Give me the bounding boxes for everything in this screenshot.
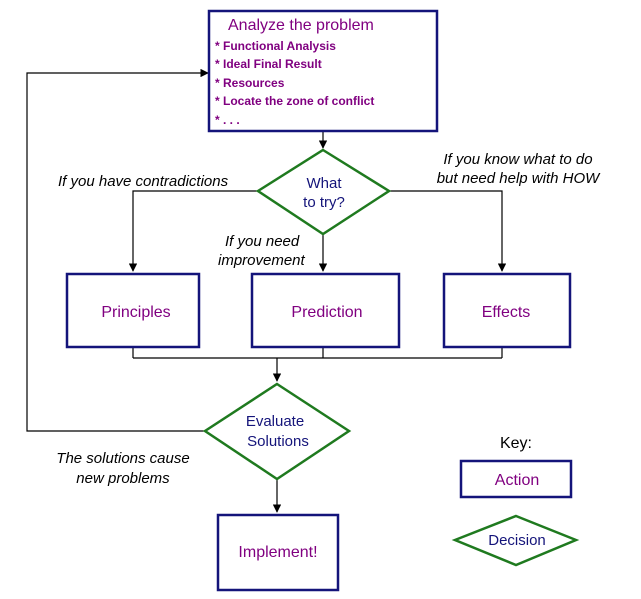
key-legend: Key: Action Decision: [451, 435, 580, 567]
evaluate-diamond-shape: [202, 382, 352, 481]
note-solutions-line1: The solutions cause: [56, 450, 189, 467]
note-know-line1: If you know what to do: [443, 151, 592, 168]
analyze-item: * . . .: [215, 113, 240, 127]
principles-frame: [65, 272, 201, 349]
effects-label: Effects: [482, 304, 531, 321]
prediction-label: Prediction: [291, 304, 362, 321]
note-know-line2: but need help with HOW: [437, 170, 601, 187]
what-to-try-decision: What to try?: [255, 148, 392, 236]
key-action-frame: [459, 459, 573, 499]
decision-diamond-shape: [255, 148, 392, 236]
note-contradictions: If you have contradictions: [58, 173, 229, 190]
key-title: Key:: [500, 435, 532, 452]
arrow-decision-to-effects: [389, 190, 507, 272]
principles-label: Principles: [101, 304, 170, 321]
note-improve-line2: improvement: [218, 252, 306, 269]
principles-box: Principles: [65, 272, 201, 349]
analyze-box-frame: [207, 9, 439, 133]
analyze-item: * Locate the zone of conflict: [215, 94, 374, 108]
evaluate-decision: Evaluate Solutions: [202, 382, 352, 481]
evaluate-label-line2: Solutions: [247, 433, 309, 450]
analyze-item: * Resources: [215, 76, 285, 90]
implement-box: Implement!: [216, 513, 340, 592]
decision-label-line1: What: [306, 175, 342, 192]
implement-label: Implement!: [238, 544, 317, 561]
connectors: [26, 68, 507, 513]
prediction-box: Prediction: [250, 272, 401, 349]
analyze-title: Analyze the problem: [228, 17, 374, 34]
prediction-frame: [250, 272, 401, 349]
decision-label-line2: to try?: [303, 194, 345, 211]
key-decision-shape: [451, 514, 580, 567]
note-solutions-line2: new problems: [76, 470, 170, 487]
key-action-label: Action: [495, 472, 539, 489]
effects-frame: [442, 272, 572, 349]
arrow-feedback-loop: [26, 68, 209, 432]
key-decision-label: Decision: [488, 532, 546, 549]
analyze-item: * Functional Analysis: [215, 39, 336, 53]
implement-frame: [216, 513, 340, 592]
effects-box: Effects: [442, 272, 572, 349]
analyze-item: * Ideal Final Result: [215, 57, 322, 71]
evaluate-label-line1: Evaluate: [246, 413, 304, 430]
note-improve-line1: If you need: [225, 233, 300, 250]
arrow-decision-to-principles: [128, 190, 258, 272]
analyze-box: Analyze the problem * Functional Analysi…: [207, 9, 439, 133]
